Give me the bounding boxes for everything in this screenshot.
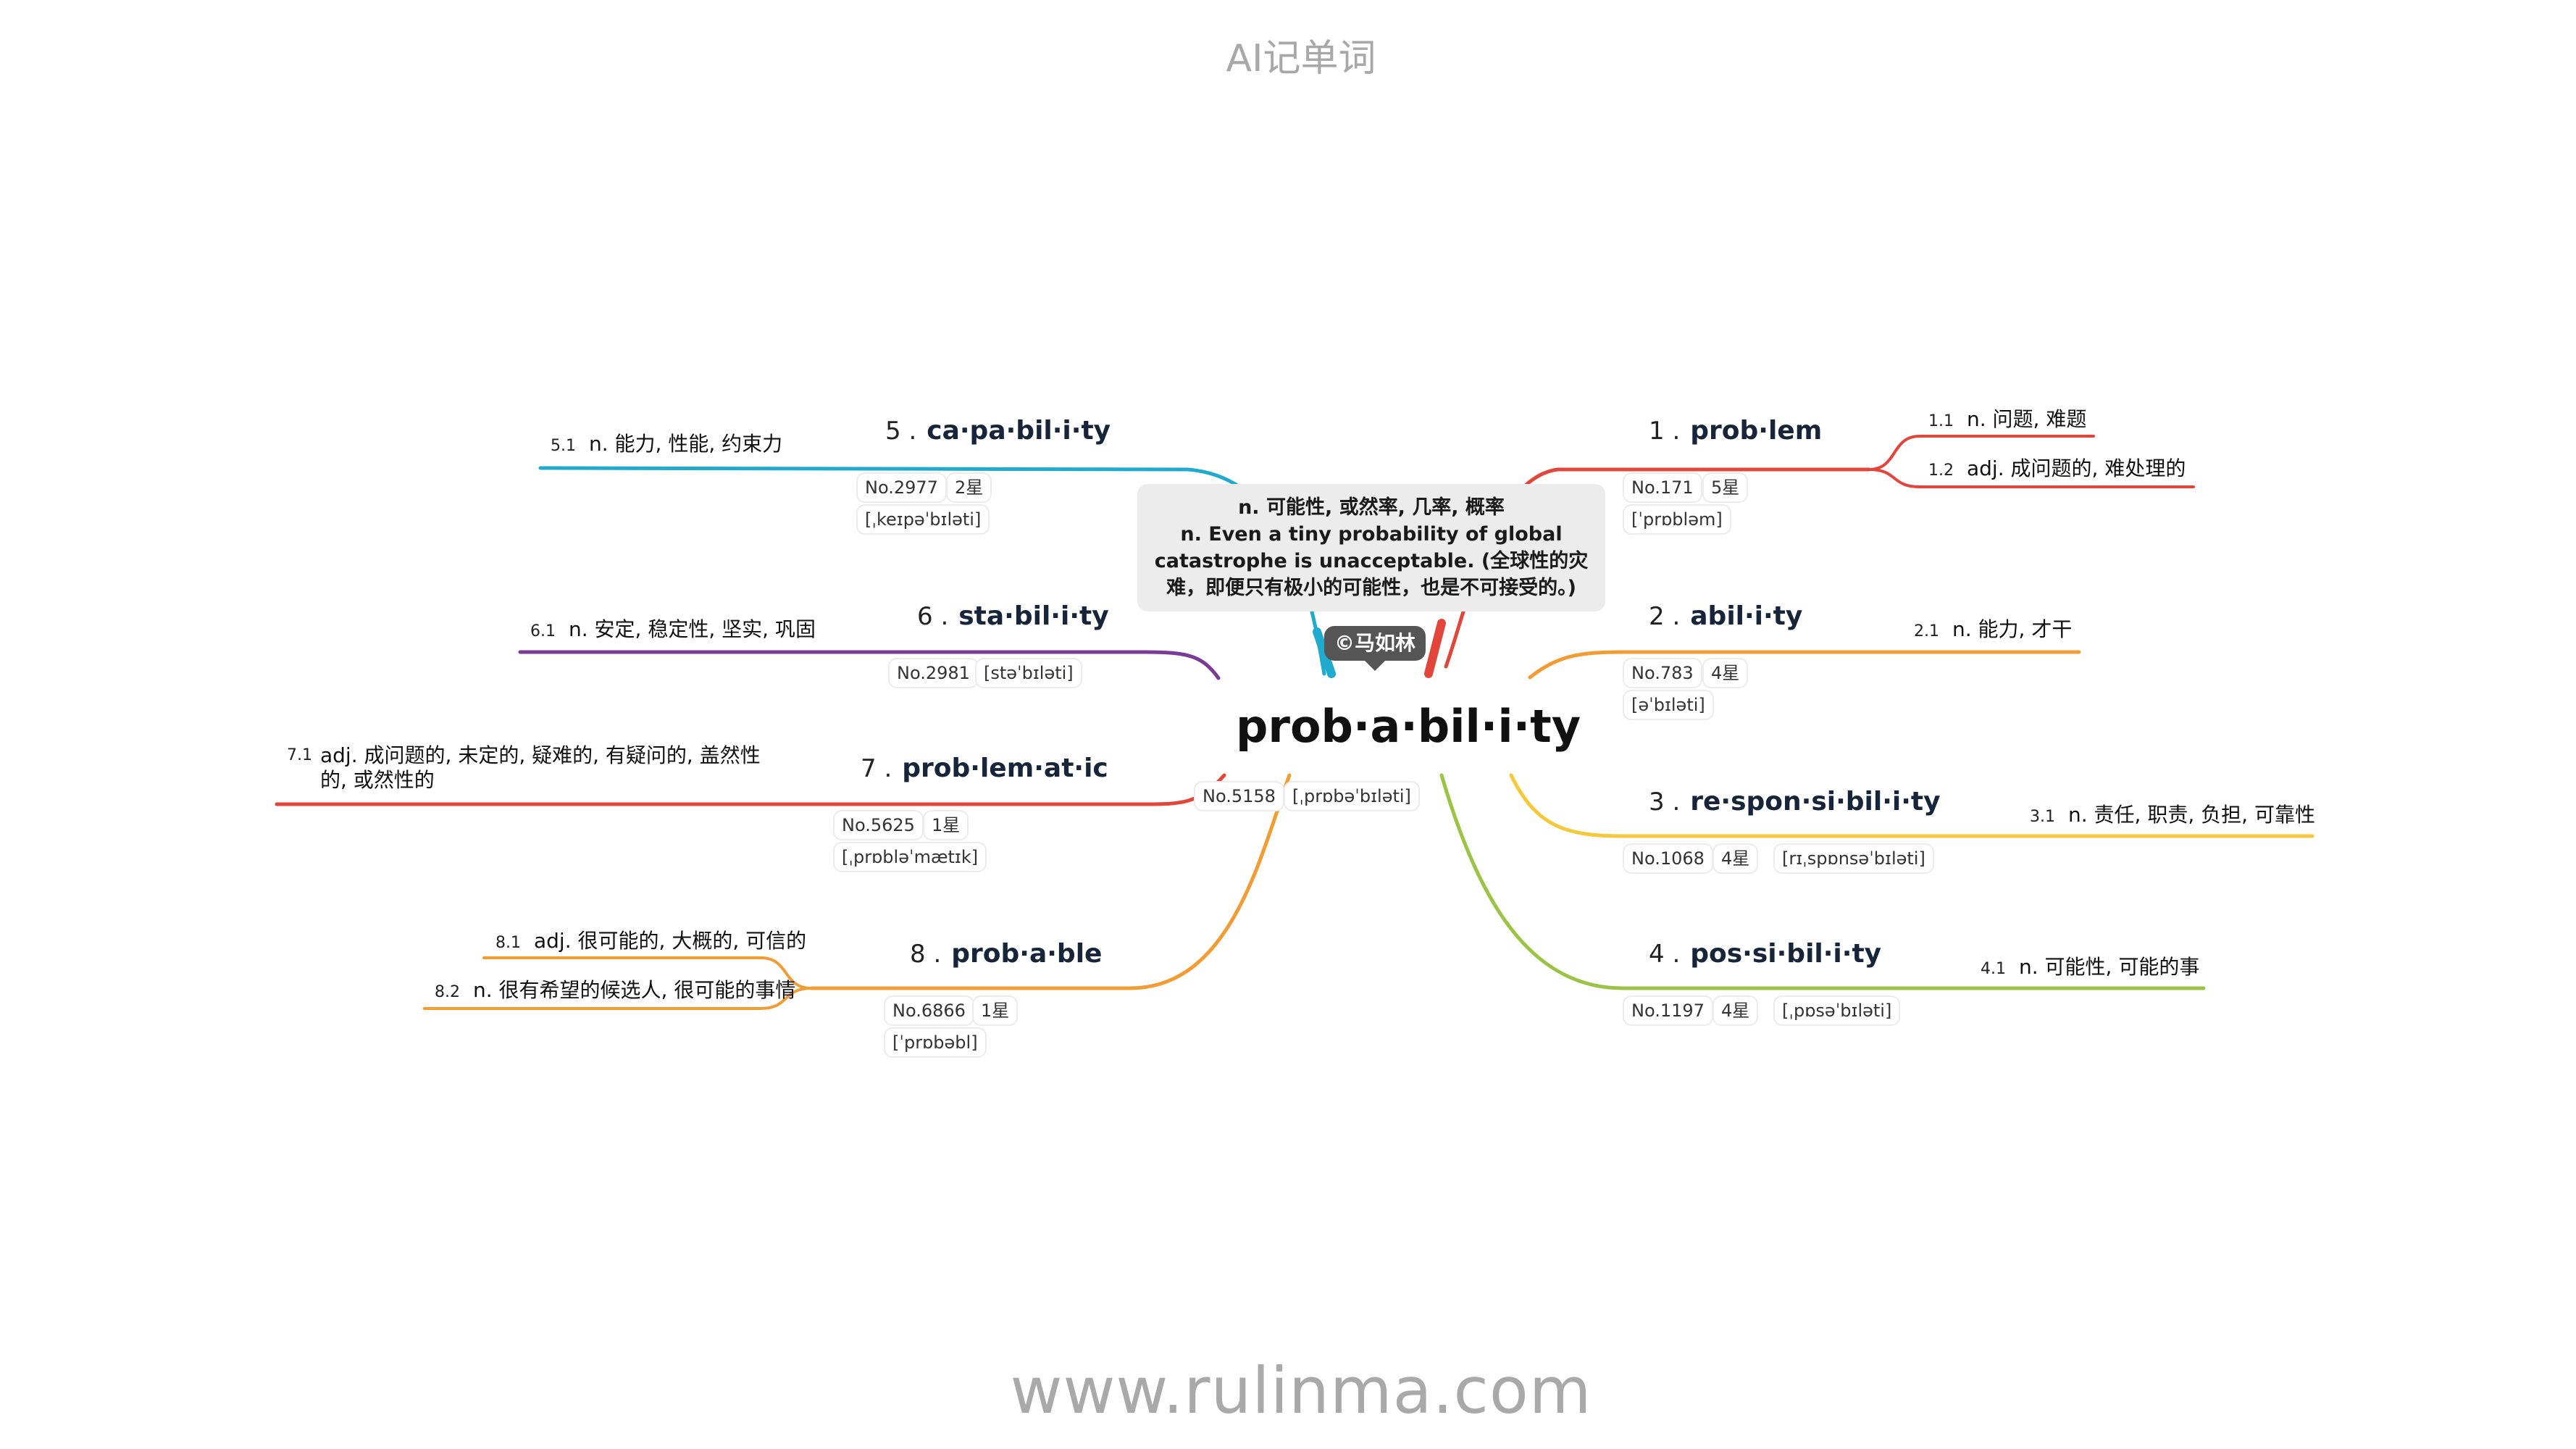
phonetic-chip: [ˌkeɪpəˈbɪləti] xyxy=(856,504,990,535)
branch-number: 8 . xyxy=(910,940,942,969)
branch-7-title[interactable]: 7 . prob·lem·at·ic xyxy=(861,753,1108,783)
branch-number: 1 . xyxy=(1649,417,1681,446)
number-chip: No.1068 xyxy=(1623,843,1713,874)
phonetic-chip: [ˈprɒbəbl] xyxy=(884,1027,987,1058)
note-line: 难，即便只有极小的可能性，也是不可接受的。) xyxy=(1166,577,1576,599)
central-phonetic-chip: [ˌprɒbəˈbɪləti] xyxy=(1284,781,1420,811)
connector-3 xyxy=(1509,773,2314,838)
number-chip: No.2977 xyxy=(856,472,947,503)
stars-chip: 4星 xyxy=(1713,843,1759,874)
branch-3-title[interactable]: 3 . re·spon·si·bil·i·ty xyxy=(1649,787,1941,817)
footer-url[interactable]: www.rulinma.com xyxy=(1010,1353,1592,1428)
phonetic-chip: [ˈprɒbləm] xyxy=(1623,504,1731,535)
branch-word: re·spon·si·bil·i·ty xyxy=(1690,787,1941,817)
phonetic-chip: [ˌpɒsəˈbɪləti] xyxy=(1773,995,1901,1026)
branch-2-title[interactable]: 2 . abil·i·ty xyxy=(1649,601,1802,631)
stars-chip: 4星 xyxy=(1702,658,1749,688)
phonetic-chip: [ˌprɒbləˈmætɪk] xyxy=(833,842,987,872)
connector-8 xyxy=(423,987,813,1010)
number-chip: No.5625 xyxy=(833,810,924,840)
connector-1 xyxy=(1868,468,2195,488)
central-number-chip: No.5158 xyxy=(1194,781,1284,811)
connector-6 xyxy=(518,650,1221,680)
app-title: AI记单词 xyxy=(1226,37,1376,80)
branch-word: ca·pa·bil·i·ty xyxy=(927,416,1111,446)
branch-word: pos·si·bil·i·ty xyxy=(1690,939,1882,969)
branch-number: 3 . xyxy=(1649,788,1681,817)
branch-word: prob·lem xyxy=(1690,416,1823,446)
connector-stub xyxy=(1424,619,1446,678)
branch-word: prob·lem·at·ic xyxy=(902,753,1108,783)
connector-4 xyxy=(1439,773,2206,990)
connector-1 xyxy=(1868,435,2095,471)
branch-number: 7 . xyxy=(861,754,892,783)
stars-chip: 1星 xyxy=(972,995,1019,1026)
branch-6-title[interactable]: 6 . sta·bil·i·ty xyxy=(917,601,1109,631)
branch-5-title[interactable]: 5 . ca·pa·bil·i·ty xyxy=(885,416,1111,446)
branch-number: 6 . xyxy=(917,602,949,631)
branch-number: 5 . xyxy=(885,417,917,446)
number-chip: No.6866 xyxy=(884,995,974,1026)
connector-8 xyxy=(482,956,813,990)
number-chip: No.2981 xyxy=(888,658,979,688)
branch-word: prob·a·ble xyxy=(951,939,1103,969)
connector-8 xyxy=(809,773,1292,990)
note-line: n. 可能性, 或然率, 几率, 概率 xyxy=(1238,496,1505,519)
connector-2 xyxy=(1528,650,2081,680)
branch-number: 4 . xyxy=(1649,940,1681,969)
central-word[interactable]: prob·a·bil·i·ty xyxy=(1236,700,1581,753)
branch-4-title[interactable]: 4 . pos·si·bil·i·ty xyxy=(1649,939,1881,969)
number-chip: No.783 xyxy=(1623,658,1702,688)
branch-number: 2 . xyxy=(1649,602,1681,631)
stars-chip: 5星 xyxy=(1702,472,1749,503)
branch-word: sta·bil·i·ty xyxy=(958,601,1109,631)
number-chip: No.171 xyxy=(1623,472,1702,503)
stars-chip: 2星 xyxy=(946,472,992,503)
phonetic-chip: [stəˈbɪləti] xyxy=(975,658,1082,688)
branch-1-title[interactable]: 1 . prob·lem xyxy=(1649,416,1822,446)
definition-note: n. 可能性, 或然率, 几率, 概率 n. Even a tiny proba… xyxy=(1137,484,1605,611)
phonetic-chip: [əˈbɪləti] xyxy=(1623,690,1714,720)
number-chip: No.1197 xyxy=(1623,995,1713,1026)
stars-chip: 4星 xyxy=(1713,995,1759,1026)
phonetic-chip: [rɪˌspɒnsəˈbɪləti] xyxy=(1773,843,1934,874)
copyright-badge: ©马如林 xyxy=(1324,626,1426,671)
stars-chip: 1星 xyxy=(923,810,969,840)
note-line: catastrophe is unacceptable. (全球性的灾 xyxy=(1154,550,1589,572)
branch-8-title[interactable]: 8 . prob·a·ble xyxy=(910,939,1102,969)
branch-word: abil·i·ty xyxy=(1690,601,1803,631)
note-line: n. Even a tiny probability of global xyxy=(1180,523,1563,546)
